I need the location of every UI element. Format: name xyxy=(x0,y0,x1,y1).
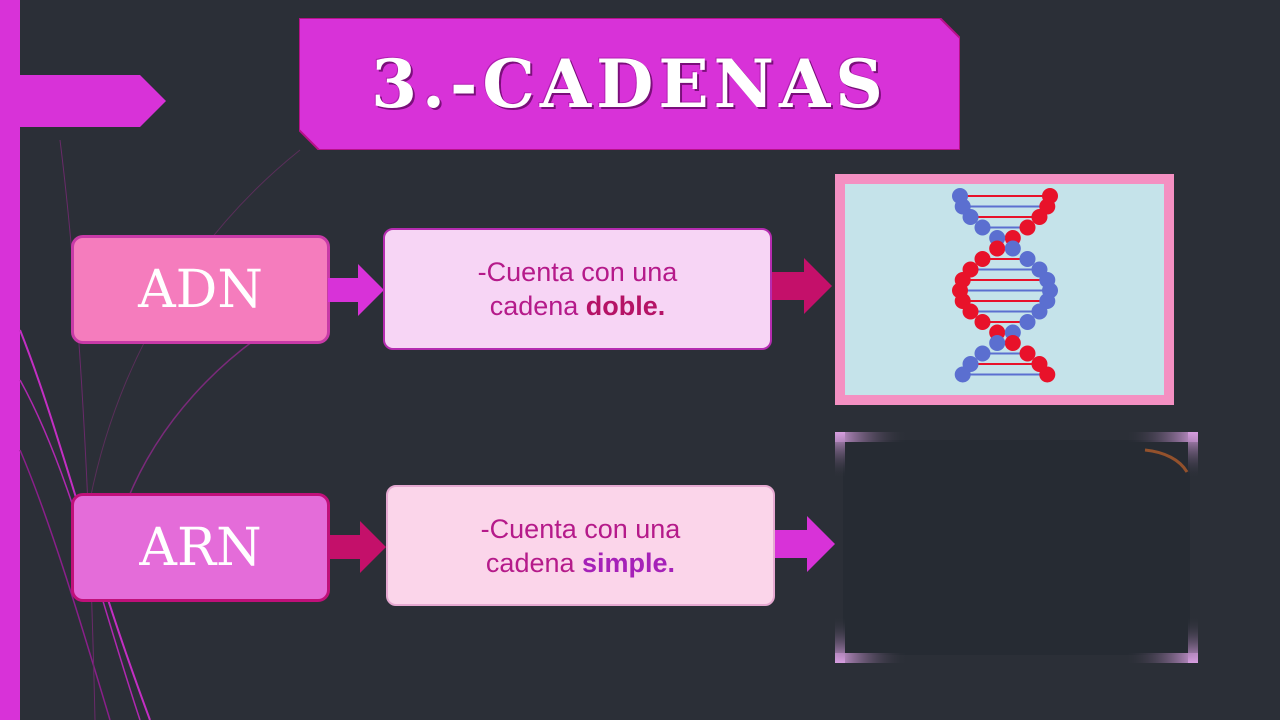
arrow-right-icon xyxy=(775,516,835,572)
dna-nucleotide xyxy=(1031,303,1048,320)
left-arrow-banner xyxy=(20,75,166,127)
adn-description-box: -Cuenta con una cadena doble. xyxy=(383,228,772,350)
arrow-right-icon xyxy=(772,258,832,314)
arn-desc-prefix: cadena xyxy=(485,547,583,578)
title-banner xyxy=(299,18,960,150)
dna-nucleotide xyxy=(1039,366,1056,383)
dna-nucleotide xyxy=(974,345,991,362)
dna-nucleotide xyxy=(1031,209,1048,225)
dna-nucleotide xyxy=(1019,314,1036,330)
dna-nucleotide xyxy=(1019,251,1036,267)
dna-image xyxy=(845,184,1164,395)
dna-nucleotide xyxy=(1019,219,1036,236)
arrow-right-icon xyxy=(328,264,384,316)
adn-desc-bold: doble. xyxy=(585,291,666,321)
dna-nucleotide xyxy=(1019,345,1036,362)
dna-nucleotide xyxy=(954,366,971,383)
adn-desc-line1: -Cuenta con una xyxy=(477,257,678,287)
dna-nucleotide xyxy=(962,303,979,320)
page-title: 3.-CADENAS xyxy=(371,45,888,123)
adn-label-box: ADN xyxy=(71,235,330,344)
arn-description-box: -Cuenta con una cadena simple. xyxy=(386,485,775,606)
arrow-right-icon xyxy=(330,521,386,573)
dna-nucleotide xyxy=(1004,335,1021,351)
rna-image-frame xyxy=(835,432,1198,663)
arn-desc-line2: cadena simple. xyxy=(486,546,675,580)
dna-nucleotide xyxy=(974,314,991,330)
dna-nucleotide xyxy=(989,240,1006,257)
arn-label-box: ARN xyxy=(71,493,330,602)
arn-label: ARN xyxy=(139,517,262,578)
adn-label: ADN xyxy=(138,259,263,320)
dna-nucleotide xyxy=(974,251,991,267)
adn-desc-prefix: cadena xyxy=(489,291,586,321)
arn-desc-bold: simple. xyxy=(582,547,676,578)
adn-desc-line2: cadena doble. xyxy=(490,289,666,323)
dna-nucleotide xyxy=(974,219,991,236)
dna-nucleotide xyxy=(989,335,1006,351)
dna-double-helix-image xyxy=(952,188,1058,383)
dna-nucleotide xyxy=(962,209,979,225)
arn-desc-line1: -Cuenta con una xyxy=(480,513,681,544)
left-accent-bar xyxy=(0,0,20,720)
dna-nucleotide xyxy=(1004,240,1021,257)
